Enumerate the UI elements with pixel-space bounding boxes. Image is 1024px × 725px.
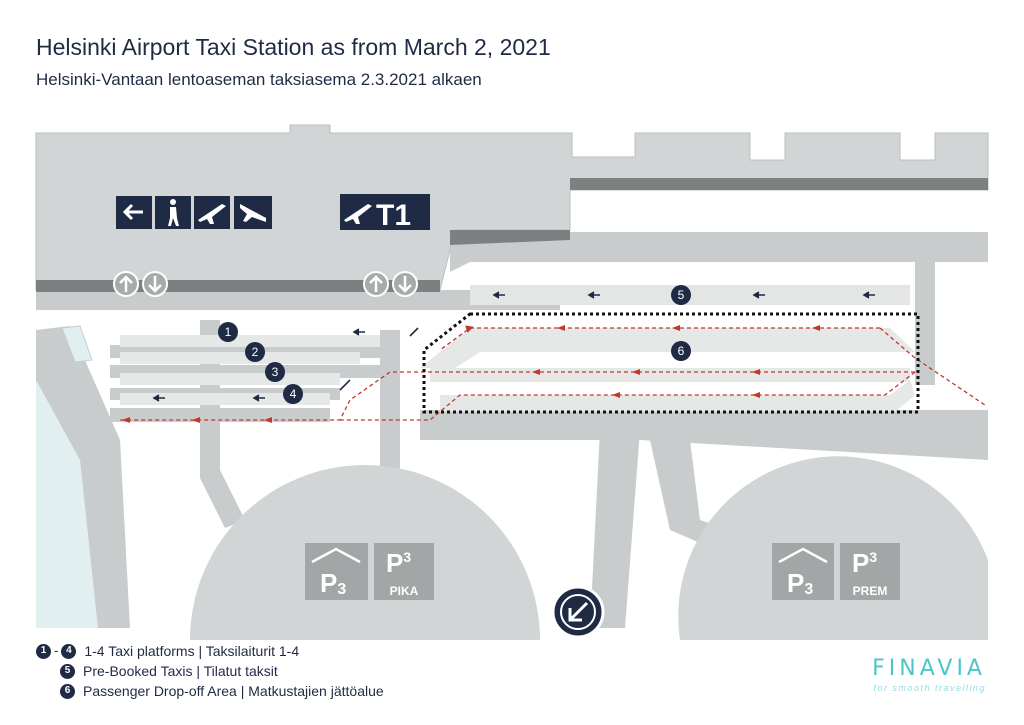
arrow-left-icon	[122, 203, 143, 221]
platform-marker-1: 1	[218, 322, 238, 342]
page-subtitle: Helsinki-Vantaan lentoaseman taksiasema …	[36, 70, 482, 89]
svg-text:PIKA: PIKA	[390, 584, 419, 598]
svg-text:P3: P3	[386, 548, 411, 578]
brand-tagline: for smooth travelling	[873, 683, 986, 693]
svg-text:PREM: PREM	[853, 584, 888, 598]
down-arrow-icon	[142, 271, 168, 297]
route-arrows	[122, 325, 820, 423]
legend-label: Passenger Drop-off Area | Matkustajien j…	[83, 683, 384, 699]
entrance-icon	[551, 585, 605, 639]
legend-row-prebooked: 5 Pre-Booked Taxis | Tilatut taksit	[36, 661, 384, 681]
legend-dot: 6	[60, 683, 75, 699]
svg-text:3: 3	[272, 365, 279, 379]
svg-text:P3: P3	[852, 548, 877, 578]
direction-sign	[116, 196, 272, 229]
glass-building	[36, 325, 98, 628]
pedestrian-icon	[168, 199, 179, 226]
parking-left: P3 P3 PIKA	[190, 465, 540, 640]
up-arrow-icon	[363, 271, 389, 297]
platform-marker-3: 3	[265, 362, 285, 382]
arrivals-icon	[240, 204, 266, 222]
legend-row-dropoff: 6 Passenger Drop-off Area | Matkustajien…	[36, 681, 384, 701]
parking-right: P3 P3 PREM	[678, 456, 988, 640]
departures-icon	[198, 204, 226, 224]
platform-marker-4: 4	[283, 384, 303, 404]
legend-label: 1-4 Taxi platforms | Taksilaiturit 1-4	[84, 643, 300, 659]
legend: 1 - 4 1-4 Taxi platforms | Taksilaiturit…	[36, 641, 384, 701]
airport-map: T1 1 2 3 4 5 6	[35, 124, 989, 640]
terminal-label: T1	[376, 199, 411, 232]
terminal-building	[35, 124, 989, 292]
svg-text:2: 2	[252, 345, 259, 359]
brand-name: FINAVIA	[872, 656, 986, 681]
legend-label: Pre-Booked Taxis | Tilatut taksit	[83, 663, 278, 679]
svg-text:1: 1	[225, 325, 232, 339]
svg-text:4: 4	[290, 387, 297, 401]
svg-text:6: 6	[678, 344, 685, 358]
elevator-icons	[113, 271, 418, 297]
legend-dot: 4	[61, 643, 77, 659]
parking-roof-icon	[778, 547, 828, 564]
platform-markers: 1 2 3 4 5 6	[218, 285, 691, 404]
page-title: Helsinki Airport Taxi Station as from Ma…	[36, 34, 551, 60]
dropoff-area-outline	[422, 312, 920, 414]
lane-arrows	[152, 291, 875, 402]
platform-marker-2: 2	[245, 342, 265, 362]
legend-dot: 1	[36, 643, 51, 659]
dropoff-marker: 6	[671, 341, 691, 361]
svg-text:5: 5	[678, 288, 685, 302]
legend-row-platforms: 1 - 4 1-4 Taxi platforms | Taksilaiturit…	[36, 641, 384, 661]
up-arrow-icon	[113, 271, 139, 297]
terminal-sign: T1	[340, 194, 430, 232]
parking-roof-icon	[311, 547, 361, 564]
down-arrow-icon	[392, 271, 418, 297]
plane-icon	[344, 204, 372, 224]
finavia-logo: FINAVIA for smooth travelling	[872, 656, 986, 693]
svg-text:P3: P3	[787, 568, 813, 598]
svg-text:P3: P3	[320, 568, 346, 598]
prebooked-marker: 5	[671, 285, 691, 305]
legend-dot: 5	[60, 663, 75, 679]
dropoff-route	[120, 325, 986, 421]
